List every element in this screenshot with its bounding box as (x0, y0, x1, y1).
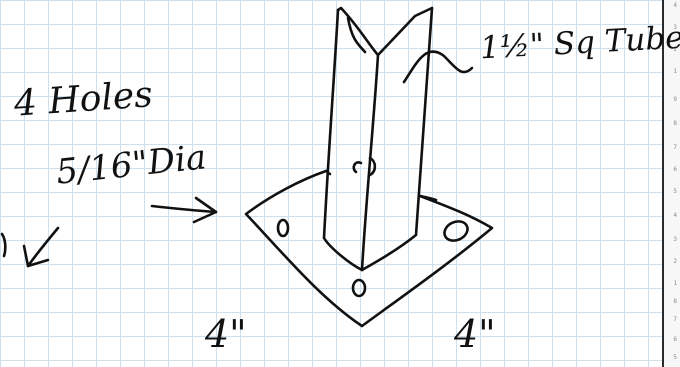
ruler-number: 1 (673, 280, 677, 287)
mounting-hole (443, 220, 469, 242)
hidden-hole (352, 156, 377, 177)
holes-count-label: 4 Holes (12, 74, 154, 125)
hole-arrow (150, 204, 218, 214)
holes-arrow (26, 226, 60, 268)
tube-leader-line (402, 50, 474, 84)
ruler-number: 3 (673, 236, 677, 243)
hole-arrow-head (192, 196, 218, 224)
ruler-number: 7 (673, 316, 677, 323)
ruler-number: 8 (673, 298, 677, 305)
base-plate-outline (418, 194, 438, 202)
base-width-left-label: 4" (205, 312, 247, 356)
ruler-number: 3 (673, 24, 677, 31)
ruler-number: 4 (673, 2, 677, 9)
ruler-number: 6 (673, 336, 677, 343)
holes-arrow-head (22, 244, 50, 268)
ruler-number: 8 (673, 120, 677, 127)
ruler-number: 4 (673, 212, 677, 219)
base-width-right-label: 4" (454, 312, 496, 356)
ruler-number: 2 (673, 46, 677, 53)
page-edge-ruler: 4 3 2 1 9 8 7 6 5 4 3 2 1 8 7 6 5 (662, 0, 680, 367)
tube-edge (322, 8, 364, 272)
ruler-number: 5 (673, 188, 677, 195)
tube-edge (360, 6, 434, 272)
ruler-number: 7 (673, 144, 677, 151)
ruler-number: 5 (673, 354, 677, 361)
edge-mark (0, 232, 7, 258)
ruler-number: 9 (673, 96, 677, 103)
base-plate-outline (244, 169, 494, 328)
ruler-number: 2 (673, 258, 677, 265)
tube-edge (360, 53, 380, 272)
tube-inner-edge (346, 16, 367, 54)
ruler-number: 1 (673, 68, 677, 75)
mounting-hole (351, 278, 367, 298)
mounting-hole (276, 218, 290, 238)
ruler-number: 6 (673, 166, 677, 173)
